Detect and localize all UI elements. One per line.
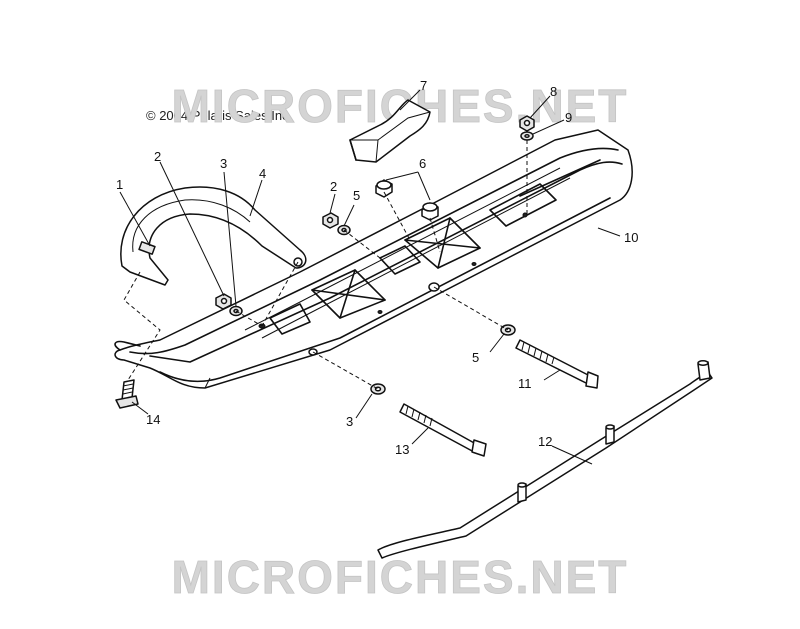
callout-5b: 5 [472,350,479,365]
ski-cross-braces [269,159,601,335]
callout-14: 14 [146,412,160,427]
callout-3b: 3 [346,414,353,429]
ski-body [114,129,633,389]
callout-6: 6 [419,156,426,171]
watermark-bottom: MICROFICHES.NET [172,551,629,603]
nut-8-washer-9 [519,115,535,141]
callout-7: 7 [420,78,427,93]
callout-3a: 3 [220,156,227,171]
callout-9: 9 [565,110,572,125]
callout-4: 4 [259,166,266,181]
washer-3-lower [370,383,386,395]
callout-2a: 2 [154,149,161,164]
callout-8: 8 [550,84,557,99]
callout-13: 13 [395,442,409,457]
callout-12: 12 [538,434,552,449]
ski-handle [120,186,307,286]
copyright-notice: © 2004 Polaris Sales Inc. [146,108,293,123]
callout-11: 11 [518,376,532,391]
callouts: 1 2 3 4 2 5 6 7 8 9 10 5 11 3 13 12 14 [116,78,638,457]
bolt-14 [115,379,139,409]
wear-bar-12 [377,360,713,559]
wear-pad-7 [349,99,431,163]
callout-5a: 5 [353,188,360,203]
bolt-13 [399,403,487,457]
callout-2b: 2 [330,179,337,194]
bushings-6 [375,179,439,221]
bolt-11 [515,339,599,389]
callout-10: 10 [624,230,638,245]
callout-1: 1 [116,177,123,192]
leader-lines [119,89,621,465]
